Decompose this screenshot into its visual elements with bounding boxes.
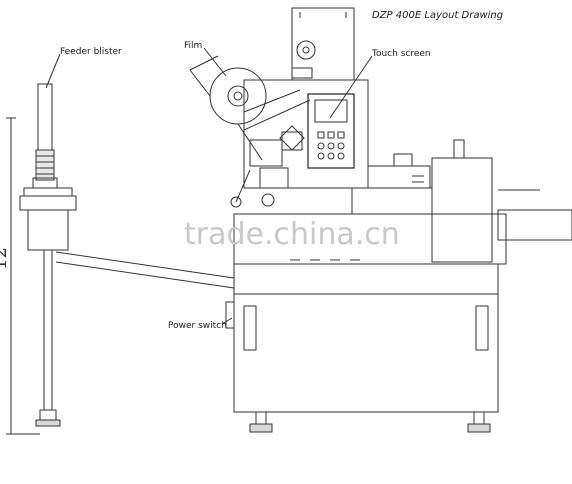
watermark: trade.china.cn xyxy=(184,217,400,252)
height-dimension-label: 12 xyxy=(0,247,11,270)
power-switch-leader xyxy=(221,317,233,325)
right-upper-module xyxy=(351,139,572,263)
touch-screen-panel xyxy=(307,93,355,169)
conveyor-slope xyxy=(55,251,235,279)
top-bracket xyxy=(291,7,355,81)
film-leader xyxy=(203,47,227,77)
feeder-blister-column xyxy=(19,83,77,427)
feeder-blister-label: Feeder blister xyxy=(60,47,122,57)
height-dimension xyxy=(6,117,40,435)
main-cabinet xyxy=(225,213,507,413)
touch-screen-label: Touch screen xyxy=(371,49,431,59)
drawing-title: DZP 400E Layout Drawing xyxy=(372,10,503,21)
touch-screen-leader xyxy=(329,55,373,119)
machine-feet xyxy=(249,411,491,433)
film-label: Film xyxy=(184,41,202,51)
feeder-leader xyxy=(45,53,61,89)
power-switch-label: Power switch xyxy=(168,321,227,331)
